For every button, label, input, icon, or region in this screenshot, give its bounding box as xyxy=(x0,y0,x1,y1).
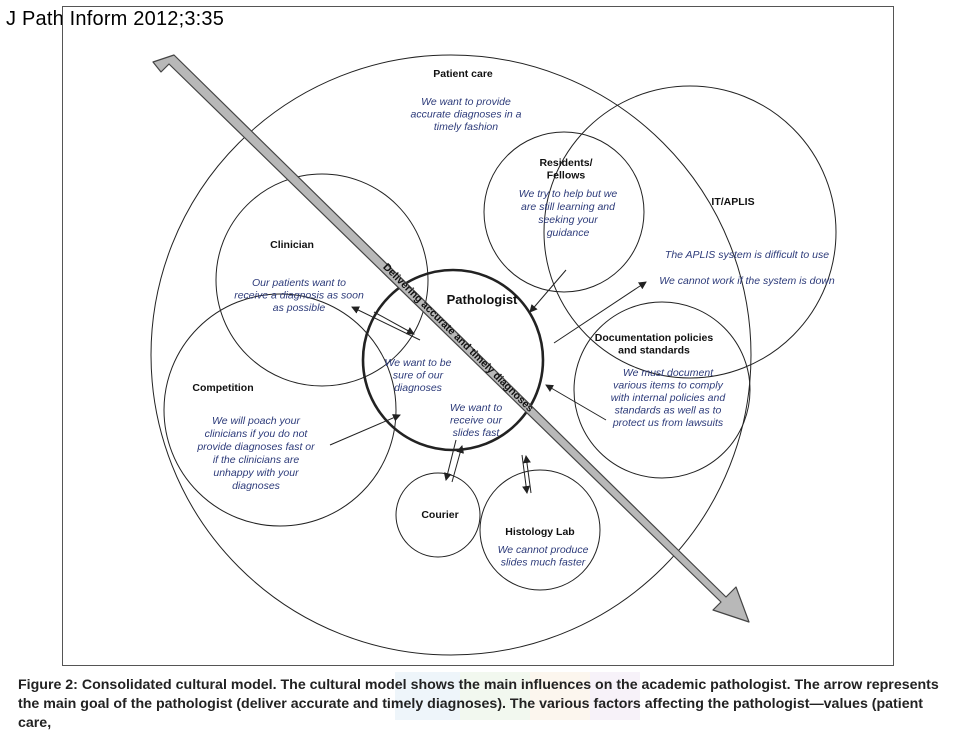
journal-citation: J Path Inform 2012;3:35 xyxy=(6,8,225,30)
pathologist-title: Pathologist xyxy=(447,292,518,307)
patient-care-circle xyxy=(150,54,752,656)
competition-circle xyxy=(163,293,397,527)
courier-circle xyxy=(395,472,481,558)
caption-line-1: Figure 2: Consolidated cultural model. T… xyxy=(18,677,939,693)
arrow-residents-to-pathologist xyxy=(529,269,567,313)
caption-background xyxy=(0,672,960,720)
residents-title: Residents/Fellows xyxy=(539,157,592,182)
competition-title: Competition xyxy=(192,382,253,394)
it-aplis-circle xyxy=(543,85,837,379)
courier-title: Courier xyxy=(421,509,458,521)
figure-caption: Figure 2: Consolidated cultural model. T… xyxy=(18,676,948,733)
histology-title: Histology Lab xyxy=(505,526,574,538)
arrow-histology-to-pathologist xyxy=(522,455,532,494)
arrow-pathologist-to-clinician xyxy=(351,306,421,341)
arrow-courier-to-pathologist xyxy=(451,445,464,483)
arrow-pathologist-to-courier xyxy=(443,439,457,481)
arrow-pathologist-to-histology xyxy=(521,454,531,494)
caption-line-2: the main goal of the pathologist (delive… xyxy=(18,696,924,731)
clinician-title: Clinician xyxy=(270,239,314,251)
arrow-clinician-to-pathologist xyxy=(373,311,415,335)
goal-arrow xyxy=(152,54,750,623)
documentation-circle xyxy=(573,301,751,479)
patient-care-title: Patient care xyxy=(433,68,493,80)
figure-frame xyxy=(62,6,894,666)
histology-circle xyxy=(479,469,601,591)
it-aplis-title: IT/APLIS xyxy=(711,196,754,208)
cultural-model-diagram: Delivering accurate and timely diagnoses… xyxy=(150,54,837,656)
arrow-pathologist-to-it xyxy=(553,281,647,344)
arrow-documentation-to-pathologist xyxy=(545,384,607,421)
clinician-circle xyxy=(215,173,429,387)
arrow-competition-to-pathologist xyxy=(329,414,401,446)
residents-circle xyxy=(483,131,645,293)
